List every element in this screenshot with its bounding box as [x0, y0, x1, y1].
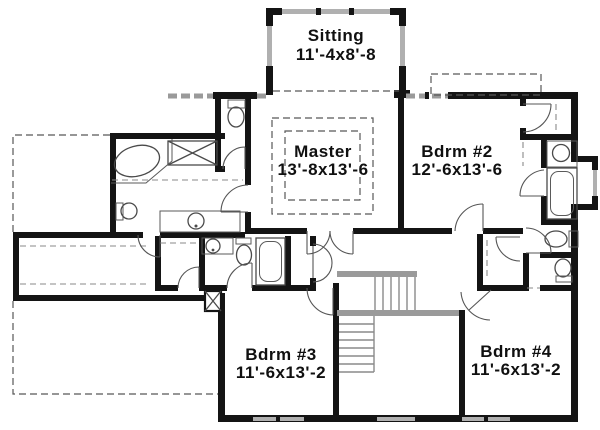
room-dims-bdrm3: 11'-6x13'-2: [236, 363, 326, 382]
toilet-icon: [235, 244, 253, 266]
room-dims-master: 13'-8x13'-6: [277, 160, 368, 179]
room-dims-bdrm4: 11'-6x13'-2: [471, 360, 561, 379]
interior-walls: [13, 95, 578, 422]
toilet-tank: [235, 237, 252, 245]
door-arc-bdrm2: [454, 203, 484, 232]
tub-platform: [111, 139, 173, 184]
door-arc-linen-b: [312, 243, 333, 283]
sink-icon: [551, 143, 571, 163]
room-name-bdrm2: Bdrm #2: [421, 142, 493, 161]
door-arc-walkin-closet: [137, 234, 161, 258]
room-labels: Sitting 11'-4x8'-8 Master 13'-8x13'-6 Bd…: [236, 26, 561, 382]
corner-counter: [546, 140, 578, 168]
door-arc-master-bath: [220, 184, 249, 213]
door-arc-closet-d: [522, 103, 552, 133]
door-arc-bdrm4: [460, 289, 492, 321]
sink-drain: [211, 248, 215, 252]
sink-icon: [544, 230, 568, 248]
sink-icon: [187, 212, 205, 230]
roof-outline-bdrm2: [430, 73, 542, 96]
toilet-tank: [115, 202, 124, 221]
toilet-icon: [554, 258, 572, 278]
toilet-tank: [227, 99, 246, 109]
room-name-bdrm3: Bdrm #3: [245, 345, 317, 364]
stair-railing-top: [337, 271, 417, 277]
door-arc-lower-bath: [525, 227, 552, 254]
room-name-master: Master: [294, 142, 352, 161]
shower-icon: [167, 140, 218, 166]
sink-icon: [205, 238, 221, 254]
vanity-counter: [159, 210, 241, 233]
master-tray-ceiling-outer: [271, 117, 374, 215]
bathtub-oval-icon: [113, 144, 161, 178]
stairs-upper-treads: [374, 277, 416, 310]
toilet-tank: [555, 275, 573, 283]
door-arc-water-closet: [222, 146, 246, 170]
bathtub-icon: [255, 237, 286, 286]
hall-bathroom: [201, 237, 286, 286]
room-dims-bdrm2: 12'-6x13'-6: [411, 160, 502, 179]
bathtub-icon: [546, 167, 578, 220]
toilet-icon: [120, 202, 138, 220]
water-closet: [227, 99, 246, 128]
room-name-sitting: Sitting: [308, 26, 364, 45]
sink-drain: [194, 224, 198, 228]
door-arc-bdrm3: [306, 287, 334, 316]
door-arc-closet-c: [495, 236, 521, 262]
open-area-lower-left: [12, 301, 218, 395]
open-area-upper-left: [12, 134, 110, 232]
doors: [137, 103, 552, 321]
stair-railing-mid: [337, 310, 459, 316]
chimney-chase: [203, 289, 223, 313]
right-bathroom: [544, 140, 579, 283]
dashed-annotations: [12, 73, 557, 395]
room-name-bdrm4: Bdrm #4: [480, 342, 552, 361]
staircase: [337, 271, 459, 373]
door-arc-bath-b: [519, 169, 545, 197]
stairs-lower-treads: [339, 316, 375, 373]
door-arc-linen-a: [177, 266, 200, 289]
master-bathroom: [111, 139, 241, 233]
door-arc-hall-bath: [226, 262, 253, 289]
vanity-counter: [201, 237, 234, 255]
vanity-cabinet: [568, 230, 579, 248]
master-tray-ceiling-inner: [284, 130, 361, 201]
room-dims-sitting: 11'-4x8'-8: [296, 45, 376, 64]
window-segments: [168, 8, 597, 422]
toilet-icon: [227, 106, 245, 128]
